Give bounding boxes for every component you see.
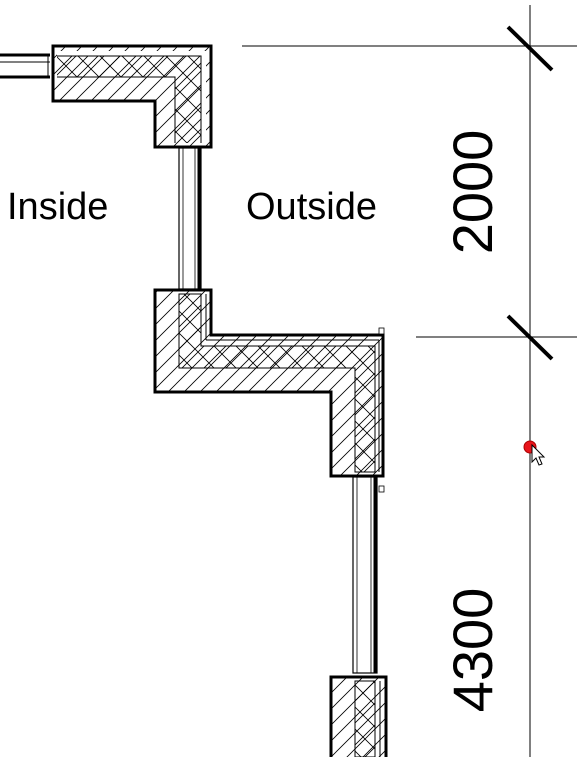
wall-segment-top: [51, 44, 213, 149]
dimension-2000[interactable]: 2000: [441, 130, 504, 255]
inside-label: Inside: [7, 186, 108, 228]
dimension-tick-middle: [506, 314, 554, 361]
dimension-tick-top: [506, 25, 554, 72]
wall-segment-middle: [153, 288, 385, 493]
window-lower: [352, 476, 378, 674]
dimension-4300[interactable]: 4300: [441, 588, 504, 713]
dimension-line: [242, 5, 577, 757]
wall-segment-bottom: [329, 675, 388, 757]
arrow-pointer-icon: [531, 443, 546, 466]
mouse-cursor: [523, 440, 546, 466]
window-upper: [178, 147, 202, 290]
left-wall-stub: [0, 53, 50, 79]
outside-label: Outside: [246, 186, 377, 228]
